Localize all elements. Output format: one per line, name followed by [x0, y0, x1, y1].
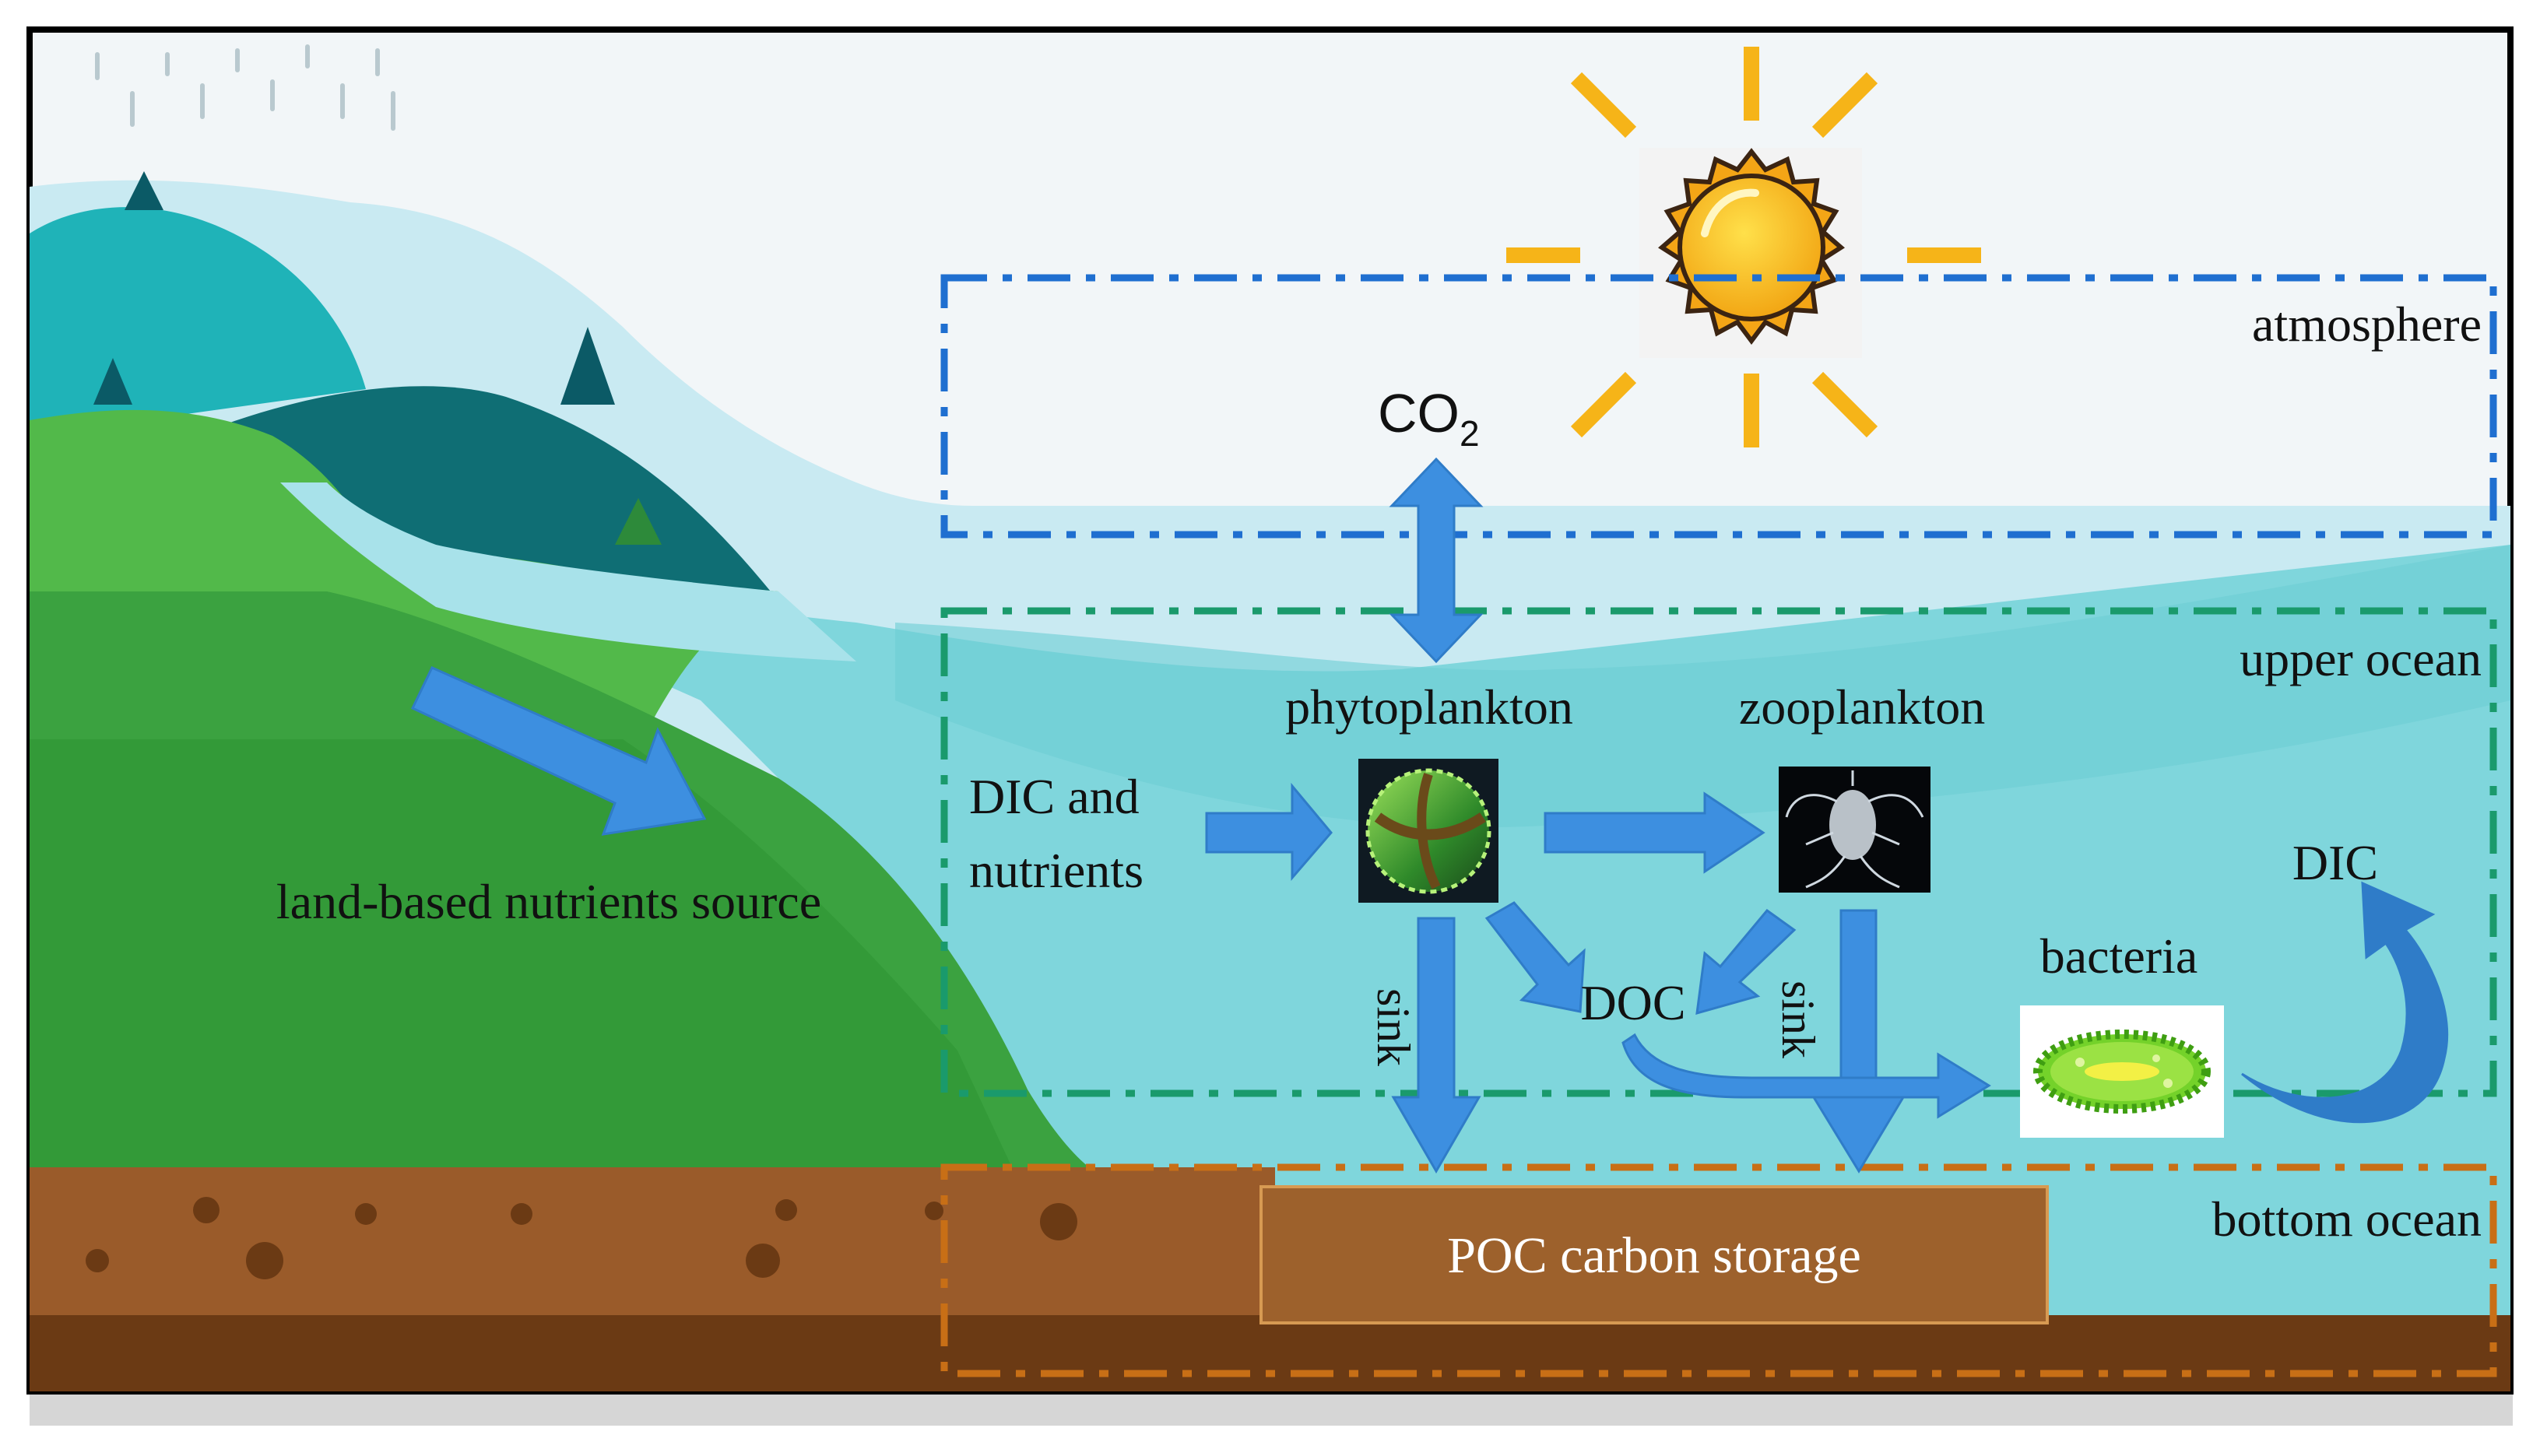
bottom-ocean-label: bottom ocean	[2212, 1191, 2482, 1247]
atmosphere-label: atmosphere	[2252, 296, 2482, 352]
sink-label-right: sink	[1772, 981, 1824, 1058]
phytoplankton-image	[1358, 759, 1498, 903]
phytoplankton-label: phytoplankton	[1285, 679, 1573, 735]
pebble	[355, 1203, 377, 1225]
land-source-label: land-based nutrients source	[276, 874, 821, 929]
bacteria-icon	[2020, 1005, 2224, 1138]
sun-icon	[1506, 47, 1981, 447]
dic-label: DIC	[2292, 835, 2378, 890]
pebble	[746, 1244, 780, 1278]
pebble	[925, 1202, 943, 1220]
bacteria-label: bacteria	[2040, 928, 2198, 984]
atmosphere-region	[940, 274, 2497, 539]
tree	[560, 327, 615, 405]
tree	[93, 358, 132, 405]
ocean-shade	[895, 545, 2510, 828]
arrow-co2-exchange	[1389, 457, 1484, 664]
arrow-dic-to-phytoplankton	[1205, 782, 1333, 882]
poc-storage-label: POC carbon storage	[1447, 1227, 1861, 1284]
upper-ocean-region	[940, 607, 2497, 1097]
arrow-phyto-sink	[1391, 917, 1481, 1174]
nutrients-label: nutrients	[969, 843, 1144, 898]
arrow-doc-to-bacteria	[1621, 1033, 1991, 1119]
zooplankton-label: zooplankton	[1739, 679, 1985, 735]
pebble	[1040, 1203, 1077, 1240]
zooplankton-image	[1779, 767, 1930, 893]
doc-label: DOC	[1580, 975, 1685, 1030]
bottom-ocean-region	[940, 1163, 2497, 1377]
bedrock-right	[1168, 1315, 2510, 1391]
arrows	[410, 457, 2449, 1174]
soil-layer	[30, 1167, 1275, 1315]
arrow-zoo-to-doc	[1695, 908, 1797, 1016]
pebble	[193, 1197, 220, 1223]
tree	[615, 498, 662, 545]
dic-and-label: DIC and	[969, 769, 1140, 824]
river	[280, 482, 856, 661]
co2-label-subscript: 2	[1460, 413, 1480, 454]
upper-ocean-label: upper ocean	[2240, 631, 2482, 686]
pebble	[86, 1249, 109, 1272]
arrow-phyto-to-zoo	[1544, 791, 1765, 874]
arrow-bacteria-to-dic	[2241, 881, 2449, 1124]
arrow-land-to-ocean	[410, 666, 707, 836]
pebble	[246, 1242, 283, 1279]
arrow-phyto-to-doc	[1484, 901, 1586, 1013]
tree	[125, 171, 163, 210]
co2-label-base: CO	[1378, 383, 1460, 444]
pebble	[511, 1203, 532, 1225]
grass-lower	[30, 739, 1012, 1167]
rain	[95, 44, 395, 131]
sink-label-left: sink	[1368, 988, 1419, 1066]
co2-label: CO2	[1378, 383, 1480, 454]
pebble	[775, 1199, 797, 1221]
poc-storage-box: POC carbon storage	[1259, 1185, 2049, 1324]
bedrock-left	[30, 1315, 1197, 1391]
